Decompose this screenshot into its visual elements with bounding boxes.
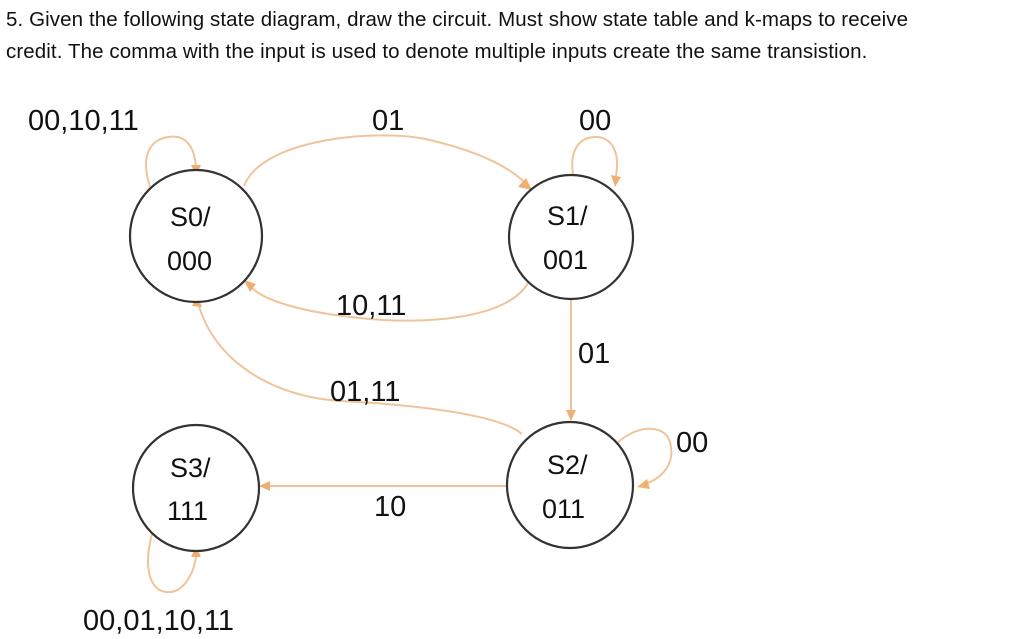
label-s1-to-s2: 01: [578, 338, 610, 370]
arrowhead: [518, 178, 532, 190]
state-s1-output: 001: [543, 245, 588, 275]
transition-s2-self: [615, 427, 673, 489]
question-line-2: credit. The comma with the input is used…: [6, 40, 868, 63]
state-s0-name: S0/: [170, 202, 211, 232]
state-s2-name: S2/: [547, 450, 588, 480]
label-s1-to-s0: 10,11: [336, 290, 406, 322]
label-s2-to-s0: 01,11: [330, 376, 400, 408]
transition-s1-to-s0: [244, 280, 530, 322]
label-s2-self: 00: [676, 427, 708, 459]
state-s3: S3/ 111: [131, 423, 261, 553]
state-s1-name: S1/: [547, 201, 588, 231]
state-s2-output: 011: [542, 494, 585, 524]
label-s2-to-s3: 10: [374, 491, 406, 523]
question-line-1: 5. Given the following state diagram, dr…: [6, 8, 909, 31]
question-text: 5. Given the following state diagram, dr…: [6, 4, 1006, 68]
state-s0: S0/ 000: [128, 168, 264, 304]
arrowhead: [244, 280, 256, 292]
state-s3-name: S3/: [170, 453, 211, 483]
arrowhead: [611, 175, 621, 187]
state-s3-output: 111: [167, 496, 208, 526]
label-s1-self: 00: [579, 105, 611, 137]
state-s1: S1/ 001: [507, 173, 635, 301]
label-s3-self: 00,01,10,11: [83, 605, 234, 637]
transition-s2-to-s3: [259, 481, 509, 491]
state-s2: S2/ 011: [505, 420, 635, 550]
transition-s1-to-s2: [566, 298, 576, 421]
arrowhead: [566, 410, 576, 421]
label-s0-to-s1: 01: [372, 105, 404, 137]
arrowhead: [259, 481, 270, 491]
state-s0-output: 000: [167, 246, 212, 276]
arrowhead: [637, 479, 650, 489]
transition-s0-to-s1: [243, 134, 532, 190]
transition-s1-self: [571, 135, 621, 187]
label-s0-self: 00,10,11: [28, 105, 139, 137]
